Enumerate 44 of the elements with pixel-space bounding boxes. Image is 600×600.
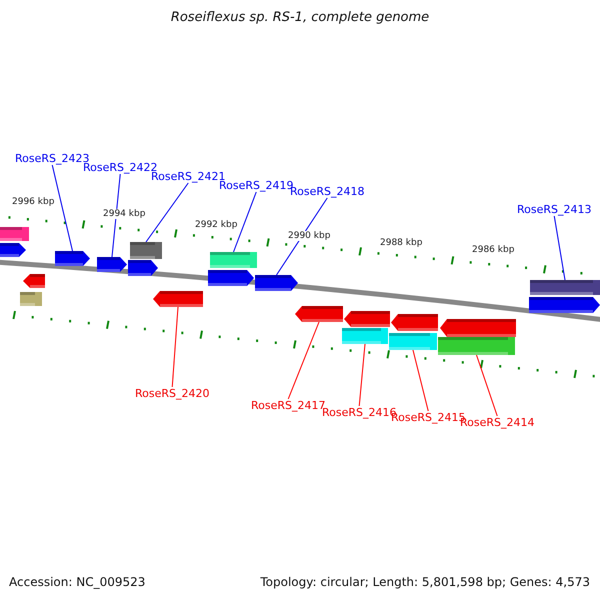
gene-feature (440, 319, 516, 337)
gene-feature (295, 306, 343, 322)
leader-line (146, 182, 189, 242)
gene-feature (255, 275, 298, 291)
gene-label: RoseRS_2413 (517, 203, 592, 216)
feature-bar (210, 252, 257, 268)
scale-label: 2986 kbp (472, 245, 514, 255)
gene-feature (344, 311, 390, 327)
gene-label: RoseRS_2417 (251, 399, 326, 412)
feature-bar (130, 242, 162, 259)
gene-feature (23, 274, 45, 288)
leader-line (233, 192, 257, 252)
leader-line (172, 306, 178, 388)
gene-feature (391, 314, 438, 331)
gene-feature (97, 257, 127, 272)
leader-line (476, 354, 498, 416)
gene-label: RoseRS_2420 (135, 387, 210, 400)
gene-feature (153, 291, 203, 307)
scale-label: 2994 kbp (103, 209, 146, 219)
gene-feature (529, 297, 600, 313)
leader-line (412, 350, 429, 412)
scale-label: 2990 kbp (288, 231, 330, 241)
scale-label: 2992 kbp (195, 220, 238, 230)
feature-bar (0, 227, 29, 241)
scale-label: 2996 kbp (12, 197, 54, 207)
accession-text: Accession: NC_009523 (9, 575, 146, 589)
genome-info-text: Topology: circular; Length: 5,801,598 bp; Genes: 4,573 (260, 575, 590, 589)
feature-bar (342, 328, 388, 344)
feature-bar (20, 292, 42, 306)
leader-line (554, 216, 566, 280)
leader-line (358, 344, 366, 406)
gene-feature (208, 270, 254, 286)
leader-line (276, 198, 328, 276)
leader-line (52, 164, 73, 252)
feature-bar (438, 337, 515, 355)
feature-bar (389, 333, 437, 350)
title: Roseiflexus sp. RS-1, complete genome (170, 10, 430, 25)
leader-line (112, 174, 121, 258)
scale-label: 2988 kbp (380, 238, 422, 248)
gene-feature (55, 251, 90, 266)
gene-feature (0, 243, 26, 257)
feature-bar (530, 280, 600, 295)
gene-feature (128, 260, 158, 276)
leader-line (288, 322, 320, 400)
